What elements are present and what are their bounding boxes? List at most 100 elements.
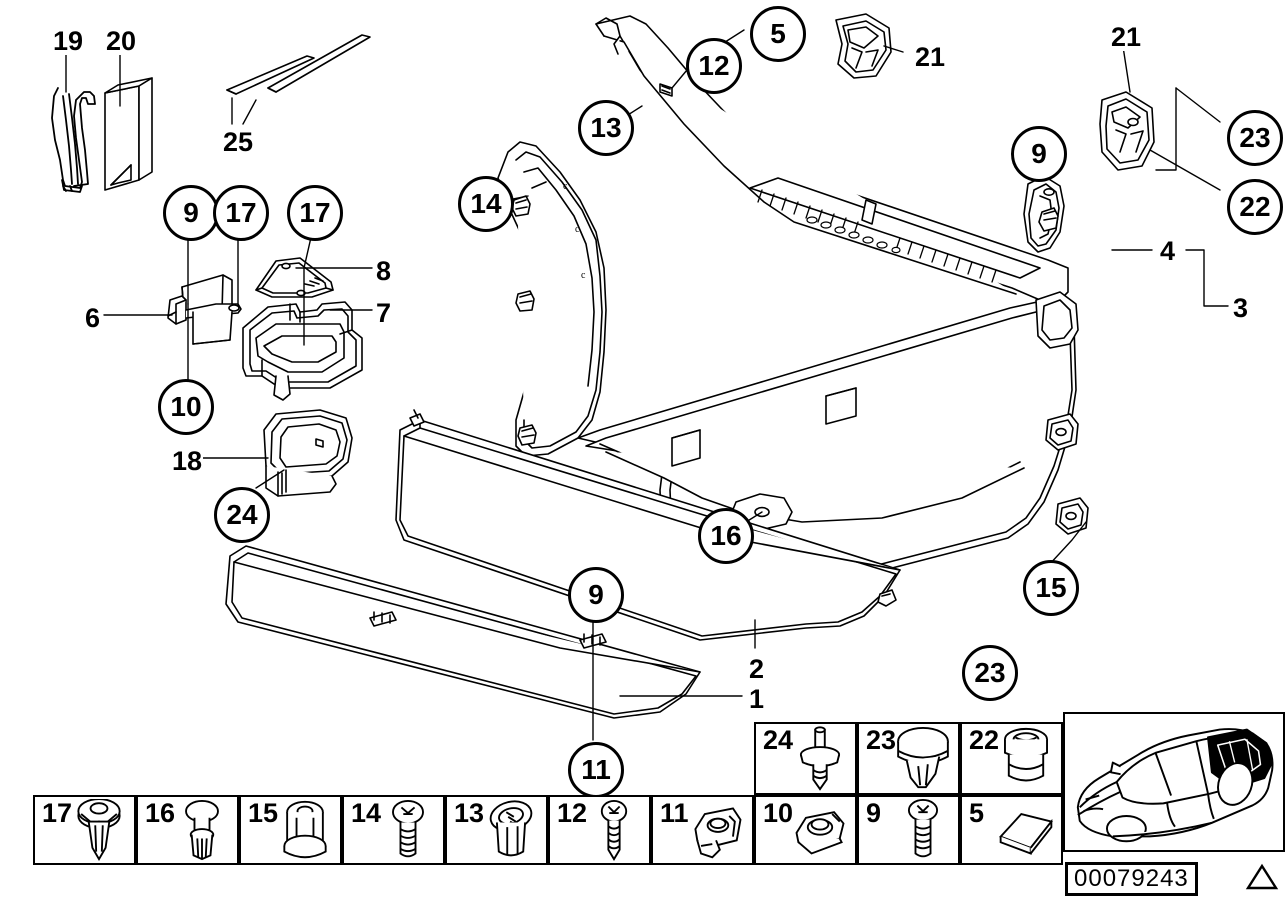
- callout-23-mid[interactable]: 23: [962, 645, 1018, 701]
- part-13-rear-shelf-trim: [595, 15, 1069, 301]
- label-8: 8: [375, 256, 393, 286]
- part-1-floor-mat-lower: [225, 545, 701, 719]
- legend-number: 14: [351, 798, 382, 828]
- label-7: 7: [375, 298, 393, 328]
- part-18-floor-trim: [263, 409, 353, 497]
- callout-label: 23: [1239, 122, 1271, 153]
- callout-label: 11: [581, 754, 611, 785]
- legend-number: 24: [763, 725, 794, 755]
- push-pin-rivet-icon: [171, 799, 233, 861]
- legend-cell-10[interactable]: 10: [754, 795, 857, 865]
- part-19-bracket: [51, 87, 96, 193]
- callout-17-right[interactable]: 17: [287, 185, 343, 241]
- label-19: 19: [52, 26, 85, 56]
- callout-16[interactable]: 16: [698, 508, 754, 564]
- callout-22[interactable]: 22: [1227, 179, 1283, 235]
- legend-cell-15[interactable]: 15: [239, 795, 342, 865]
- callout-10[interactable]: 10: [158, 379, 214, 435]
- callout-label: 12: [698, 50, 730, 81]
- callout-label: 17: [225, 197, 257, 228]
- legend-number: 5: [969, 798, 985, 828]
- legend-number: 23: [866, 725, 897, 755]
- part-number-plate: 00079243: [1065, 862, 1198, 897]
- cage-nut-icon: [789, 799, 851, 861]
- legend-number: 10: [763, 798, 794, 828]
- corner-triangle-mark: [1245, 863, 1279, 890]
- legend-cell-9[interactable]: 9: [857, 795, 960, 865]
- callout-label: 5: [770, 18, 786, 49]
- label-1: 1: [748, 684, 766, 714]
- legend-number: 15: [248, 798, 279, 828]
- callout-label: 9: [1031, 138, 1047, 169]
- hex-cap-nut-icon: [274, 799, 336, 861]
- self-tapping-screw-icon: [583, 799, 645, 861]
- callout-label: 13: [590, 112, 622, 143]
- legend-cell-14[interactable]: 14: [342, 795, 445, 865]
- legend-cell-12[interactable]: 12: [548, 795, 651, 865]
- callout-13[interactable]: 13: [578, 100, 634, 156]
- part-7-mount-frame: [242, 301, 363, 401]
- label-2: 2: [748, 654, 766, 684]
- legend-number: 17: [42, 798, 73, 828]
- legend-cell-22[interactable]: 22: [960, 722, 1063, 795]
- oval-grommet-icon: [480, 799, 542, 861]
- callout-9-left[interactable]: 9: [163, 185, 219, 241]
- callout-24[interactable]: 24: [214, 487, 270, 543]
- part-21-left-corner-trim: [835, 13, 892, 79]
- flat-pad-icon: [995, 799, 1057, 861]
- callout-label: 15: [1035, 572, 1067, 603]
- callout-12[interactable]: 12: [686, 38, 742, 94]
- legend-cell-13[interactable]: 13: [445, 795, 548, 865]
- legend-number: 9: [866, 798, 882, 828]
- callout-label: 24: [226, 499, 258, 530]
- part-6-bracket: [167, 274, 242, 345]
- shoulder-stud-icon: [789, 726, 851, 791]
- legend-cell-24[interactable]: 24: [754, 722, 857, 795]
- callout-23-upper-right[interactable]: 23: [1227, 110, 1283, 166]
- label-6: 6: [84, 303, 102, 333]
- legend-cell-5[interactable]: 5: [960, 795, 1063, 865]
- label-3: 3: [1232, 293, 1250, 323]
- svg-text:c: c: [563, 181, 568, 192]
- callout-label: 16: [710, 520, 742, 551]
- label-4: 4: [1159, 236, 1177, 266]
- legend-cell-23[interactable]: 23: [857, 722, 960, 795]
- legend-cell-16[interactable]: 16: [136, 795, 239, 865]
- part-2-floor-mat-upper: [395, 409, 901, 641]
- callout-label: 17: [299, 197, 331, 228]
- callout-label: 9: [588, 579, 604, 610]
- callout-9-upper-right[interactable]: 9: [1011, 126, 1067, 182]
- part-25-trim-strips: [226, 34, 371, 95]
- label-25: 25: [222, 127, 255, 157]
- callout-5[interactable]: 5: [750, 6, 806, 62]
- legend-number: 13: [454, 798, 485, 828]
- legend-number: 16: [145, 798, 176, 828]
- pan-head-bolt-icon: [892, 799, 954, 861]
- callout-label: 10: [170, 391, 202, 422]
- callout-label: 22: [1239, 191, 1271, 222]
- legend-cell-17[interactable]: 17: [33, 795, 136, 865]
- legend-number: 12: [557, 798, 588, 828]
- expanding-rivet-icon: [68, 799, 130, 861]
- pan-head-screw-icon: [377, 799, 439, 861]
- label-21-right: 21: [1110, 22, 1143, 52]
- svg-text:c: c: [575, 224, 580, 235]
- legend-cell-11[interactable]: 11: [651, 795, 754, 865]
- part-20-block: [104, 77, 153, 191]
- legend-number: 11: [660, 798, 689, 828]
- round-plug-cap-icon: [892, 726, 954, 791]
- callout-17-left[interactable]: 17: [213, 185, 269, 241]
- callout-label: 23: [974, 657, 1006, 688]
- callout-11[interactable]: 11: [568, 742, 624, 798]
- sheet-metal-clip-nut-icon: [686, 799, 748, 861]
- callout-9-mat[interactable]: 9: [568, 567, 624, 623]
- svg-text:c: c: [581, 270, 586, 281]
- label-21-left: 21: [914, 42, 947, 72]
- callout-15[interactable]: 15: [1023, 560, 1079, 616]
- legend-number: 22: [969, 725, 1000, 755]
- part-21-right-corner-trim: [1099, 91, 1155, 171]
- label-20: 20: [105, 26, 138, 56]
- callout-14[interactable]: 14: [458, 176, 514, 232]
- part-14-pillar-trim: c c c: [497, 141, 607, 457]
